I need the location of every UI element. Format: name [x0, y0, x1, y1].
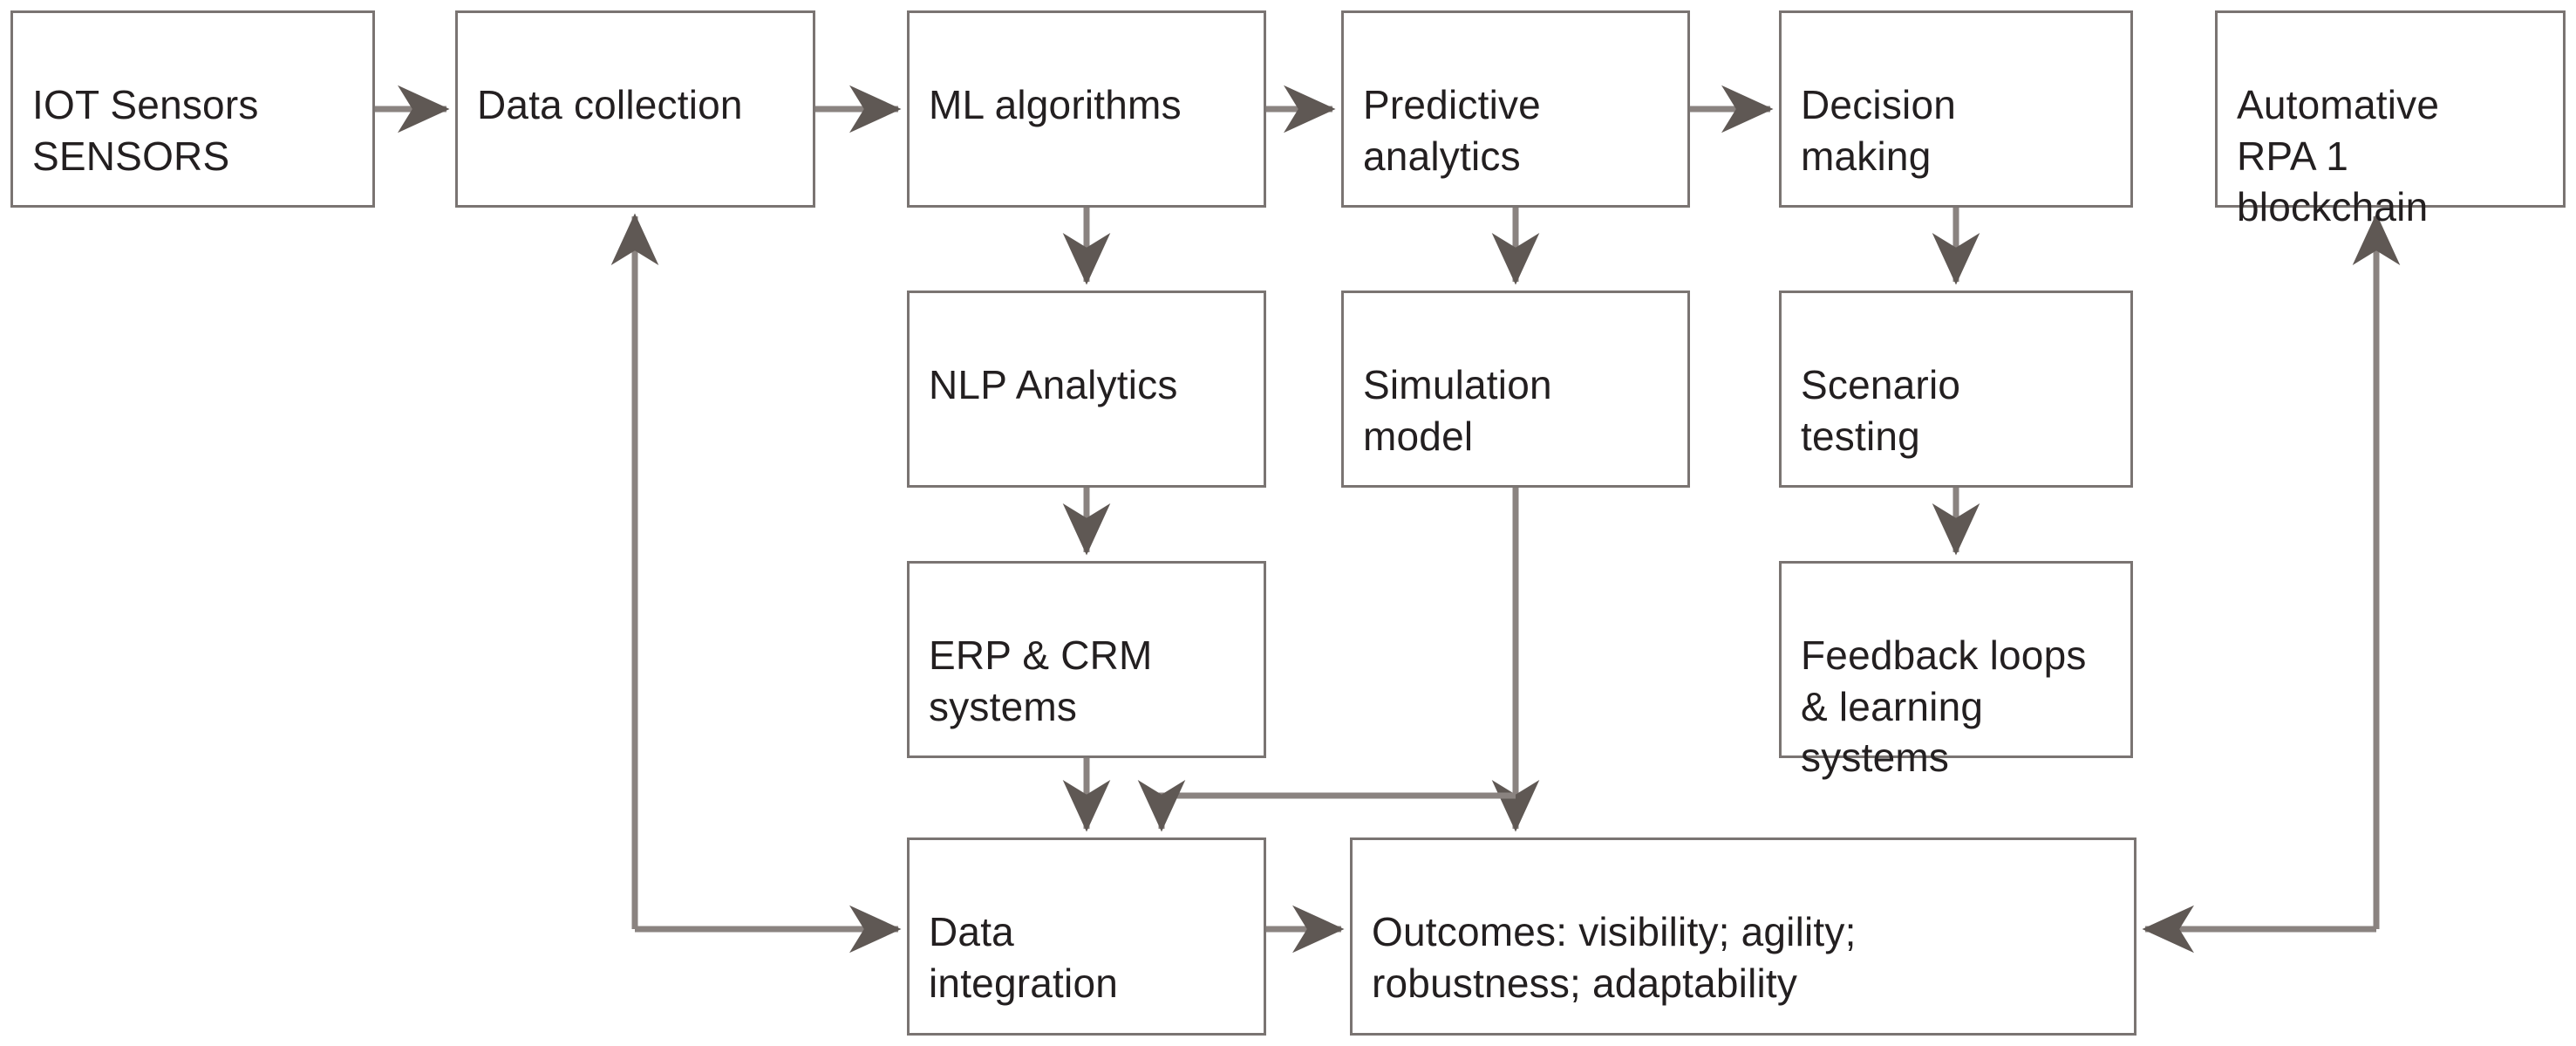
node-simulation-model[interactable]: Simulation model — [1341, 291, 1690, 488]
node-scenario-testing-label: Scenario testing — [1801, 362, 1961, 459]
node-nlp-analytics-label: NLP Analytics — [929, 362, 1178, 408]
node-iot-sensors[interactable]: IOT Sensors SENSORS — [10, 10, 375, 208]
node-decision-making-label: Decision making — [1801, 82, 1957, 179]
node-simulation-model-label: Simulation model — [1363, 362, 1552, 459]
node-data-collection[interactable]: Data collection — [455, 10, 815, 208]
node-feedback-loops-label: Feedback loops & learning systems — [1801, 632, 2087, 781]
node-feedback-loops[interactable]: Feedback loops & learning systems — [1779, 561, 2133, 780]
node-ml-algorithms-label: ML algorithms — [929, 82, 1182, 128]
node-nlp-analytics[interactable]: NLP Analytics — [907, 291, 1266, 488]
node-erp-crm-systems-label: ERP & CRM systems — [929, 632, 1153, 729]
node-predictive-analytics[interactable]: Predictive analytics — [1341, 10, 1690, 208]
node-data-collection-label: Data collection — [477, 82, 743, 128]
node-outcomes-label: Outcomes: visibility; agility; robustnes… — [1372, 909, 1857, 1006]
node-erp-crm-systems[interactable]: ERP & CRM systems — [907, 561, 1266, 758]
node-iot-sensors-label: IOT Sensors SENSORS — [32, 82, 259, 179]
node-data-integration-label: Data integration — [929, 909, 1119, 1006]
node-decision-making[interactable]: Decision making — [1779, 10, 2133, 208]
node-automative-rpa-blockchain[interactable]: Automative RPA 1 blockchain — [2215, 10, 2566, 229]
node-ml-algorithms[interactable]: ML algorithms — [907, 10, 1266, 208]
node-automative-rpa-blockchain-label: Automative RPA 1 blockchain — [2237, 82, 2440, 230]
node-outcomes[interactable]: Outcomes: visibility; agility; robustnes… — [1350, 837, 2136, 1036]
node-predictive-analytics-label: Predictive analytics — [1363, 82, 1541, 179]
node-scenario-testing[interactable]: Scenario testing — [1779, 291, 2133, 488]
edge-simulation-to-data-integration — [1137, 780, 1516, 832]
node-data-integration[interactable]: Data integration — [907, 837, 1266, 1036]
